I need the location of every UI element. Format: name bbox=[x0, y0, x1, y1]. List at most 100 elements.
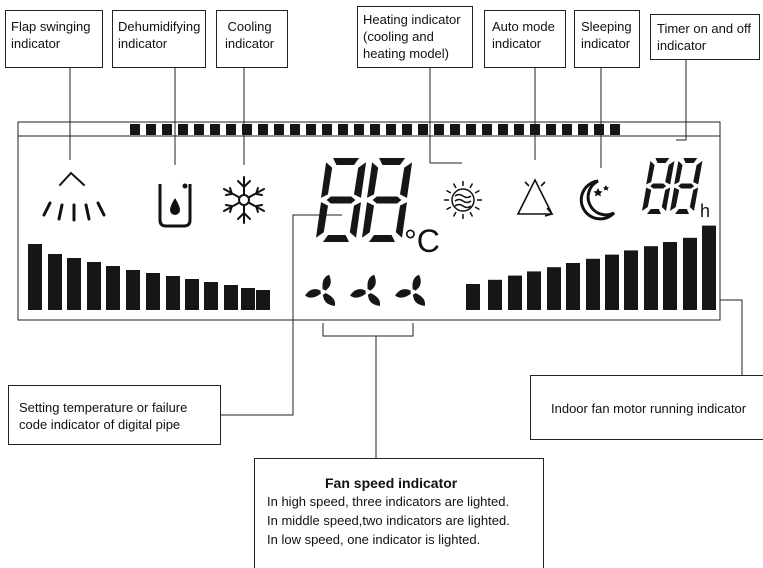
fan-speed-title: Fan speed indicator bbox=[325, 475, 458, 491]
right-bar bbox=[547, 267, 561, 310]
strip-dash bbox=[610, 124, 620, 135]
timer-label: Timer on and off indicator bbox=[657, 21, 751, 53]
digit-segment bbox=[326, 196, 356, 204]
digit-segment bbox=[379, 158, 406, 165]
sleeping-label-box: Sleeping indicator bbox=[574, 10, 640, 68]
strip-dash bbox=[226, 124, 236, 135]
digit-segment bbox=[689, 187, 699, 211]
fan-blade bbox=[367, 292, 381, 306]
strip-dash bbox=[562, 124, 572, 135]
fan-blade bbox=[322, 274, 331, 292]
digit-segment bbox=[650, 183, 667, 189]
left-bar bbox=[185, 279, 199, 310]
digit-segment bbox=[674, 161, 683, 185]
strip-dash bbox=[530, 124, 540, 135]
digit-segment bbox=[642, 187, 652, 211]
fan-hub bbox=[320, 289, 326, 295]
fan-blade bbox=[367, 274, 376, 292]
indoor-fan-running-bars bbox=[466, 225, 716, 310]
digit-segment bbox=[316, 202, 328, 238]
timer-digits bbox=[642, 158, 703, 214]
timer-unit: h bbox=[700, 201, 710, 221]
indoor-fan-label-box: Indoor fan motor running indicator bbox=[530, 375, 763, 440]
dehumidifying-label-box: Dehumidifying indicator bbox=[112, 10, 206, 68]
auto-mode-label: Auto mode indicator bbox=[492, 19, 555, 51]
sun-ray bbox=[474, 206, 480, 211]
digit-segment bbox=[693, 161, 703, 185]
fan-speed-line-high: In high speed, three indicators are ligh… bbox=[267, 494, 510, 509]
auto-label-box: Auto mode indicator bbox=[484, 10, 566, 68]
digit-segment bbox=[333, 158, 360, 165]
strip-dash bbox=[338, 124, 348, 135]
strip-dash bbox=[210, 124, 220, 135]
strip-dash bbox=[258, 124, 268, 135]
strip-dash bbox=[290, 124, 300, 135]
right-bar bbox=[702, 225, 716, 310]
strip-dash bbox=[162, 124, 172, 135]
strip-dash bbox=[370, 124, 380, 135]
strip-dash bbox=[146, 124, 156, 135]
left-bar bbox=[87, 262, 101, 310]
digit-segment bbox=[678, 183, 695, 189]
heating-label-box: Heating indicator (cooling and heating m… bbox=[357, 6, 473, 68]
strip-dash bbox=[386, 124, 396, 135]
sun-heating-icon bbox=[444, 181, 482, 219]
cooling-label: Cooling indicator bbox=[225, 19, 275, 51]
digit-segment bbox=[400, 162, 413, 198]
snowflake-icon bbox=[223, 176, 265, 224]
sun-ray bbox=[452, 183, 457, 189]
strip-dash bbox=[578, 124, 588, 135]
fan-blade bbox=[412, 292, 426, 306]
fan-icon bbox=[350, 274, 381, 306]
digit-segment bbox=[655, 158, 670, 163]
sun-ray bbox=[452, 211, 457, 217]
flap-swing-icon bbox=[42, 171, 106, 222]
strip-dash bbox=[354, 124, 364, 135]
right-bar bbox=[508, 275, 522, 310]
digit-segment bbox=[323, 235, 349, 242]
setting-temperature-label: Setting temperature or failure code indi… bbox=[19, 400, 188, 432]
strip-dash bbox=[242, 124, 252, 135]
strip-dash bbox=[466, 124, 476, 135]
left-bar bbox=[204, 282, 218, 310]
left-bar bbox=[67, 258, 81, 310]
left-bar bbox=[256, 290, 270, 310]
strip-dash bbox=[178, 124, 188, 135]
digit-segment bbox=[362, 202, 374, 238]
indoor-fan-motor-label: Indoor fan motor running indicator bbox=[551, 401, 747, 416]
right-bar bbox=[488, 279, 502, 310]
digit-segment bbox=[321, 162, 333, 198]
right-bar bbox=[624, 250, 638, 310]
dehumidify-icon bbox=[158, 183, 192, 228]
left-bar bbox=[48, 254, 62, 310]
leader-lines bbox=[69, 60, 743, 458]
fan-blade bbox=[395, 289, 413, 298]
moon-sleep-icon bbox=[579, 179, 616, 221]
digit-segment bbox=[646, 161, 655, 185]
timer-label-box: Timer on and off indicator bbox=[650, 14, 760, 60]
fan-speed-label-box: Fan speed indicator In high speed, three… bbox=[254, 458, 544, 568]
sun-ray bbox=[474, 189, 480, 194]
sun-ray bbox=[446, 189, 452, 194]
dehumidifying-label: Dehumidifying indicator bbox=[118, 19, 201, 51]
right-bar bbox=[605, 254, 619, 310]
heating-label: Heating indicator (cooling and heating m… bbox=[363, 12, 461, 61]
strip-dash bbox=[130, 124, 140, 135]
right-bar bbox=[586, 258, 600, 310]
fan-icon bbox=[305, 274, 336, 306]
right-bar bbox=[663, 242, 677, 310]
right-bar bbox=[644, 246, 658, 310]
flap-label-box: Flap swinging indicator bbox=[5, 10, 103, 68]
fan-speed-line-middle: In middle speed,two indicators are light… bbox=[267, 513, 510, 528]
flap-swinging-label: Flap swinging indicator bbox=[11, 19, 91, 51]
digit-segment bbox=[683, 158, 698, 163]
strip-dash bbox=[546, 124, 556, 135]
digit-segment bbox=[367, 162, 379, 198]
sun-ray bbox=[469, 211, 474, 217]
strip-dash bbox=[418, 124, 428, 135]
digit-segment bbox=[675, 209, 689, 214]
digit-segment bbox=[349, 202, 361, 238]
left-bar bbox=[126, 270, 140, 310]
temperature-digits bbox=[316, 158, 413, 242]
right-bar bbox=[683, 237, 697, 310]
